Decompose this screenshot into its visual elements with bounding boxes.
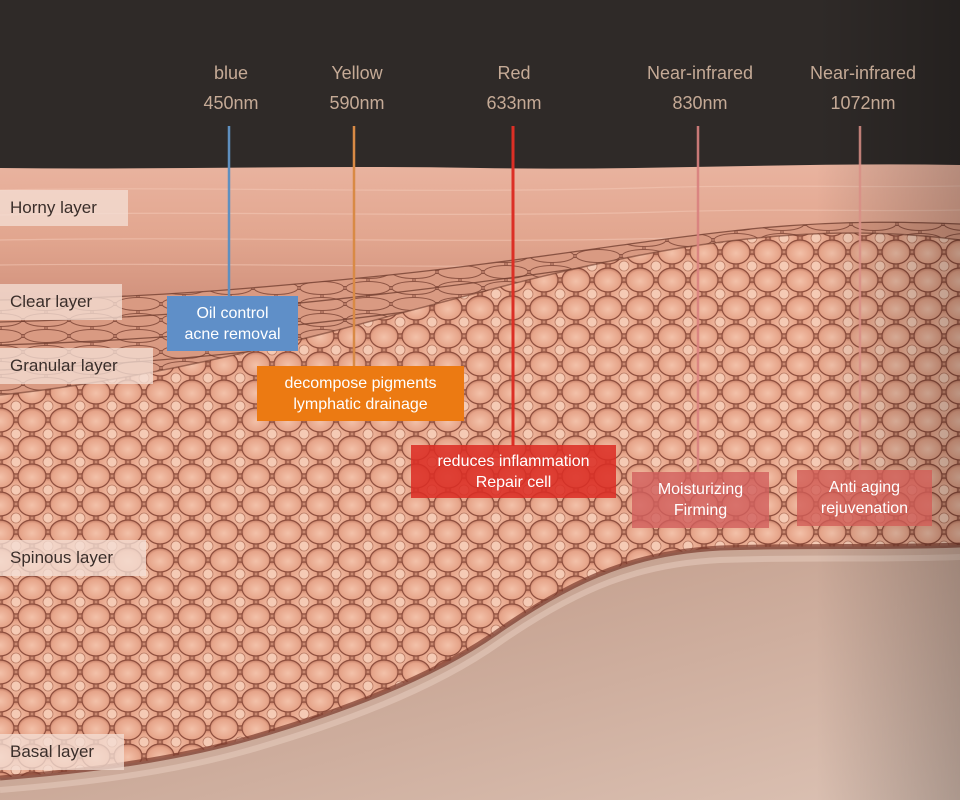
effect-box-yellow: decompose pigments lymphatic drainage	[257, 366, 464, 421]
wavelength-nir-1072: Near-infrared 1072nm	[778, 58, 948, 118]
wavelength-nm: 590nm	[329, 93, 385, 113]
layer-label-basal: Basal layer	[0, 734, 124, 770]
wavelength-red: Red 633nm	[429, 58, 599, 118]
effect-line1: decompose pigments	[284, 374, 437, 392]
wavelength-name: Red	[497, 63, 531, 83]
effect-line1: reduces inflammation	[437, 452, 590, 470]
wavelength-nm: 1072nm	[830, 93, 896, 113]
effect-line1: Oil control	[196, 304, 269, 322]
effect-box-nir-830: Moisturizing Firming	[632, 472, 769, 528]
wavelength-name: Near-infrared	[809, 63, 917, 83]
wavelength-nm: 450nm	[203, 93, 259, 113]
effect-line2: lymphatic drainage	[293, 395, 428, 413]
wavelength-nm: 633nm	[486, 93, 542, 113]
effect-line2: Firming	[673, 502, 728, 519]
effect-line2: Repair cell	[475, 473, 552, 491]
effect-box-blue: Oil control acne removal	[167, 296, 298, 351]
wavelength-nm: 830nm	[672, 93, 728, 113]
layer-label-spinous: Spinous layer	[0, 540, 146, 576]
wavelength-nir-830: Near-infrared 830nm	[615, 58, 785, 118]
wavelength-name: Yellow	[331, 63, 383, 83]
penetration-lines	[227, 126, 862, 472]
effect-box-nir-1072: Anti aging rejuvenation	[797, 470, 932, 526]
effect-line1: Moisturizing	[657, 481, 744, 498]
wavelength-blue: blue 450nm	[146, 58, 316, 118]
effect-box-red: reduces inflammation Repair cell	[411, 445, 616, 498]
layer-label-horny: Horny layer	[0, 190, 128, 226]
effect-line2: acne removal	[184, 325, 281, 343]
wavelength-yellow: Yellow 590nm	[272, 58, 442, 118]
wavelength-name: blue	[213, 63, 249, 83]
layer-label-granular: Granular layer	[0, 348, 153, 384]
effect-line1: Anti aging	[828, 479, 901, 496]
layer-label-clear: Clear layer	[0, 284, 122, 320]
wavelength-name: Near-infrared	[646, 63, 754, 83]
effect-line2: rejuvenation	[820, 500, 909, 517]
